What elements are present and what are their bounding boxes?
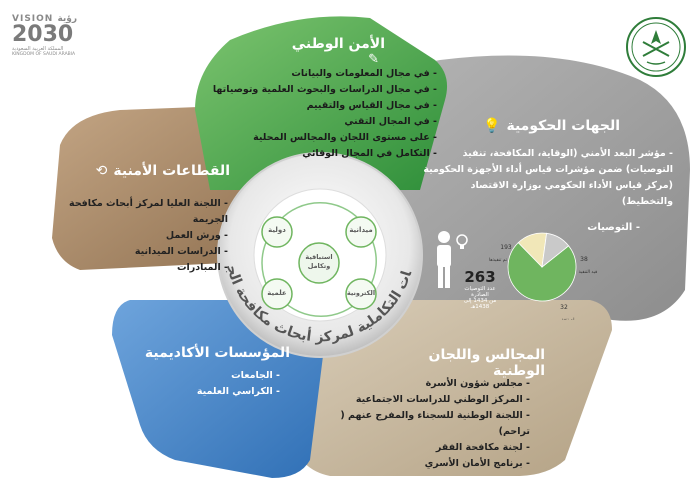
node-international — [261, 216, 293, 248]
list-item: في مجال القياس والتقييم — [205, 98, 437, 114]
pie-slice — [507, 242, 577, 302]
recommendations-count: 263 — [464, 268, 496, 286]
vision-arabic: رؤية — [57, 14, 78, 24]
national-security-header: الأمن الوطني ✎ — [275, 36, 385, 67]
vision-label: VISION — [12, 14, 54, 24]
vision-year: 2030 — [12, 22, 74, 47]
sync-arrows-icon: ⟲ — [95, 163, 108, 179]
core-label: استباقية وتكامل — [305, 253, 333, 270]
list-item: في مجال المعلومات والبيانات — [205, 66, 437, 82]
security-sectors-title: القطاعات الأمنية — [113, 163, 230, 179]
node-international-label: دولية — [268, 226, 286, 234]
ministry-emblem-icon — [626, 17, 686, 77]
node-field-label: ميدانية — [349, 226, 373, 234]
vision-2030-logo: VISION رؤية 2030 المملكة العربية السعودي… — [12, 14, 82, 64]
person-idea-icon — [437, 231, 468, 288]
list-item: برنامج الأمان الأسري — [310, 456, 530, 472]
recommendations-count-block: 263 عدد التوصيات الصادرة من 1434 إلى 143… — [455, 268, 505, 310]
pie-category-label: قيد التنفيذ — [579, 270, 598, 275]
list-item: في مجال الدراسات والبحوث العلمية وتوصيات… — [205, 82, 437, 98]
edit-doc-icon: ✎ — [368, 52, 379, 67]
pie-slice — [541, 232, 570, 268]
list-item: مجلس شؤون الأسرة — [310, 376, 530, 392]
councils-list: مجلس شؤون الأسرة المركز الوطني للدراسات … — [310, 376, 530, 472]
government-header: الجهات الحكومية 💡 — [470, 118, 620, 140]
pie-value-label: 38 — [580, 256, 588, 263]
national-security-title: الأمن الوطني — [291, 36, 385, 52]
list-item: الكراسي العلمية — [130, 384, 280, 400]
list-item: المركز الوطني للدراسات الاجتماعية — [310, 392, 530, 408]
academic-list: الجامعات الكراسي العلمية — [130, 368, 280, 400]
government-title: الجهات الحكومية — [506, 118, 620, 134]
national-security-list: في مجال المعلومات والبيانات في مجال الدر… — [205, 66, 437, 162]
councils-title: المجالس واللجان الوطنية — [428, 347, 545, 379]
count-caption: عدد التوصيات الصادرة — [464, 286, 496, 298]
list-item: في المجال التقني — [205, 114, 437, 130]
pie-category-label: تم تنفيذها — [489, 258, 508, 263]
svg-text:العلاقات التكاملية لمركز أبحاث: العلاقات التكاملية لمركز أبحاث مكافحة ال… — [200, 135, 415, 345]
vision-sub-en: KINGDOM OF SAUDI ARABIA — [12, 52, 76, 57]
list-item: الجامعات — [130, 368, 280, 384]
pie-value-label: 32 — [560, 304, 568, 311]
list-item: اللجنة العليا لمركز أبحاث مكافحة الجريمة — [60, 196, 228, 228]
security-sectors-header: القطاعات الأمنية ⟲ — [95, 163, 230, 185]
academic-title: المؤسسات الأكاديمية — [144, 345, 290, 361]
list-item: على مستوى اللجان والمجالس المحلية — [205, 130, 437, 146]
vision-sub-ar: المملكة العربية السعودية — [12, 46, 64, 52]
pie-category-label: لم تنفذ — [561, 318, 574, 320]
node-scientific-label: علمية — [267, 289, 287, 297]
node-scientific — [261, 278, 293, 310]
government-item: مؤشر البعد الأمني (الوقاية، المكافحة، تن… — [423, 148, 673, 207]
list-item: ورش العمل — [60, 228, 228, 244]
light-bulb-icon: 💡 — [483, 118, 501, 134]
recommendations-text: التوصيات — [587, 222, 633, 233]
node-electronic-label: الكترونية — [346, 289, 376, 297]
center-title-ring: العلاقات التكاملية لمركز أبحاث مكافحة ال… — [200, 135, 415, 345]
node-electronic — [345, 278, 377, 310]
government-text: - مؤشر البعد الأمني (الوقاية، المكافحة، … — [423, 148, 673, 207]
node-core — [298, 242, 340, 284]
node-field — [345, 216, 377, 248]
list-item: الدراسات الميدانية — [60, 244, 228, 260]
recommendations-label: - التوصيات — [587, 222, 640, 233]
pie-value-label: 193 — [500, 244, 512, 251]
count-range: من 1434 إلى 1438هـ — [463, 298, 497, 310]
list-item: التكامل في المجال الوقائي — [205, 146, 437, 162]
list-item: اللجنة الوطنية للسجناء والمفرج عنهم ( تر… — [310, 408, 530, 440]
security-sectors-list: اللجنة العليا لمركز أبحاث مكافحة الجريمة… — [60, 196, 228, 276]
recommendations-pie-chart: 193 تم تنفيذها 38 قيد التنفيذ 32 لم تنفذ — [489, 232, 598, 320]
list-item: المبادرات — [60, 260, 228, 276]
center-title: العلاقات التكاملية لمركز أبحاث مكافحة ال… — [200, 135, 415, 345]
list-item: لجنة مكافحة الفقر — [310, 440, 530, 456]
